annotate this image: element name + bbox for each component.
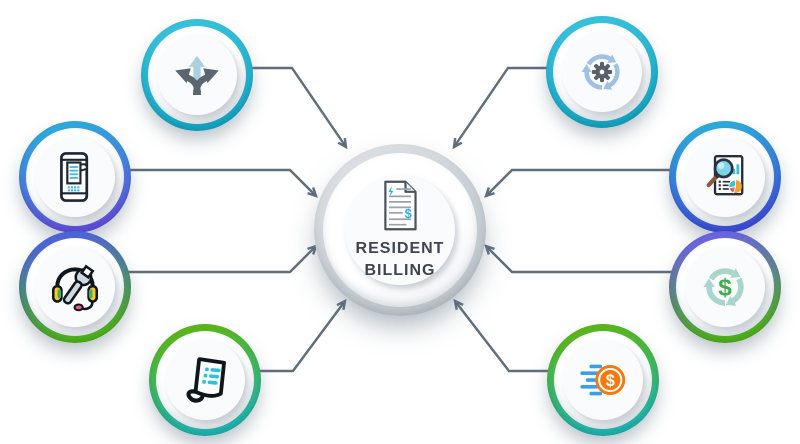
node-analytics	[669, 121, 781, 233]
node-plate: $	[676, 238, 774, 336]
node-three-way-arrows	[141, 19, 253, 131]
connector-bottom-left	[248, 298, 347, 373]
center-title: RESIDENT BILLING	[355, 239, 445, 279]
node-well	[35, 137, 115, 217]
center-plate: $ RESIDENT BILLING	[323, 153, 477, 307]
node-plate	[26, 128, 124, 226]
svg-text:$: $	[718, 274, 732, 301]
connector-left-lower	[125, 244, 318, 274]
svg-text:$: $	[405, 206, 412, 221]
node-plate	[553, 23, 651, 121]
node-well	[157, 35, 237, 115]
node-plate	[156, 331, 254, 429]
mobile-billing-icon	[60, 152, 89, 202]
connector-top-right	[452, 66, 555, 150]
node-plate: $	[554, 331, 652, 429]
support-headset-wrench-icon	[51, 264, 99, 312]
svg-text:$: $	[606, 372, 615, 390]
connector-bottom-right	[453, 298, 556, 373]
center-node: $ RESIDENT BILLING	[314, 144, 486, 316]
node-well	[165, 340, 245, 420]
billing-statement-icon	[186, 357, 226, 403]
node-plate	[148, 26, 246, 124]
node-well	[35, 247, 115, 327]
node-well: $	[563, 340, 643, 420]
node-fast-payments: $	[547, 324, 659, 436]
node-plate	[676, 128, 774, 226]
node-recurring-payments: $	[669, 231, 781, 343]
billing-invoice-document-icon: $	[384, 180, 417, 231]
connector-top-left	[245, 66, 348, 150]
recurring-dollar-cycle-icon: $	[703, 268, 744, 306]
connector-right-lower	[484, 244, 675, 274]
node-well	[562, 32, 642, 112]
node-automation	[546, 16, 658, 128]
node-well	[685, 137, 765, 217]
connector-left-upper	[125, 168, 318, 198]
connector-right-upper	[484, 168, 675, 198]
three-way-arrows-icon	[175, 55, 219, 96]
node-support	[19, 231, 131, 343]
node-plate	[26, 238, 124, 336]
automation-gear-cycle-icon	[581, 54, 620, 90]
node-billing-statement	[149, 324, 261, 436]
node-mobile-billing	[19, 121, 131, 233]
analytics-report-magnifier-icon	[706, 154, 744, 196]
node-well: $	[685, 247, 765, 327]
fast-payment-coin-icon: $	[580, 364, 626, 396]
center-well: $ RESIDENT BILLING	[345, 175, 455, 285]
